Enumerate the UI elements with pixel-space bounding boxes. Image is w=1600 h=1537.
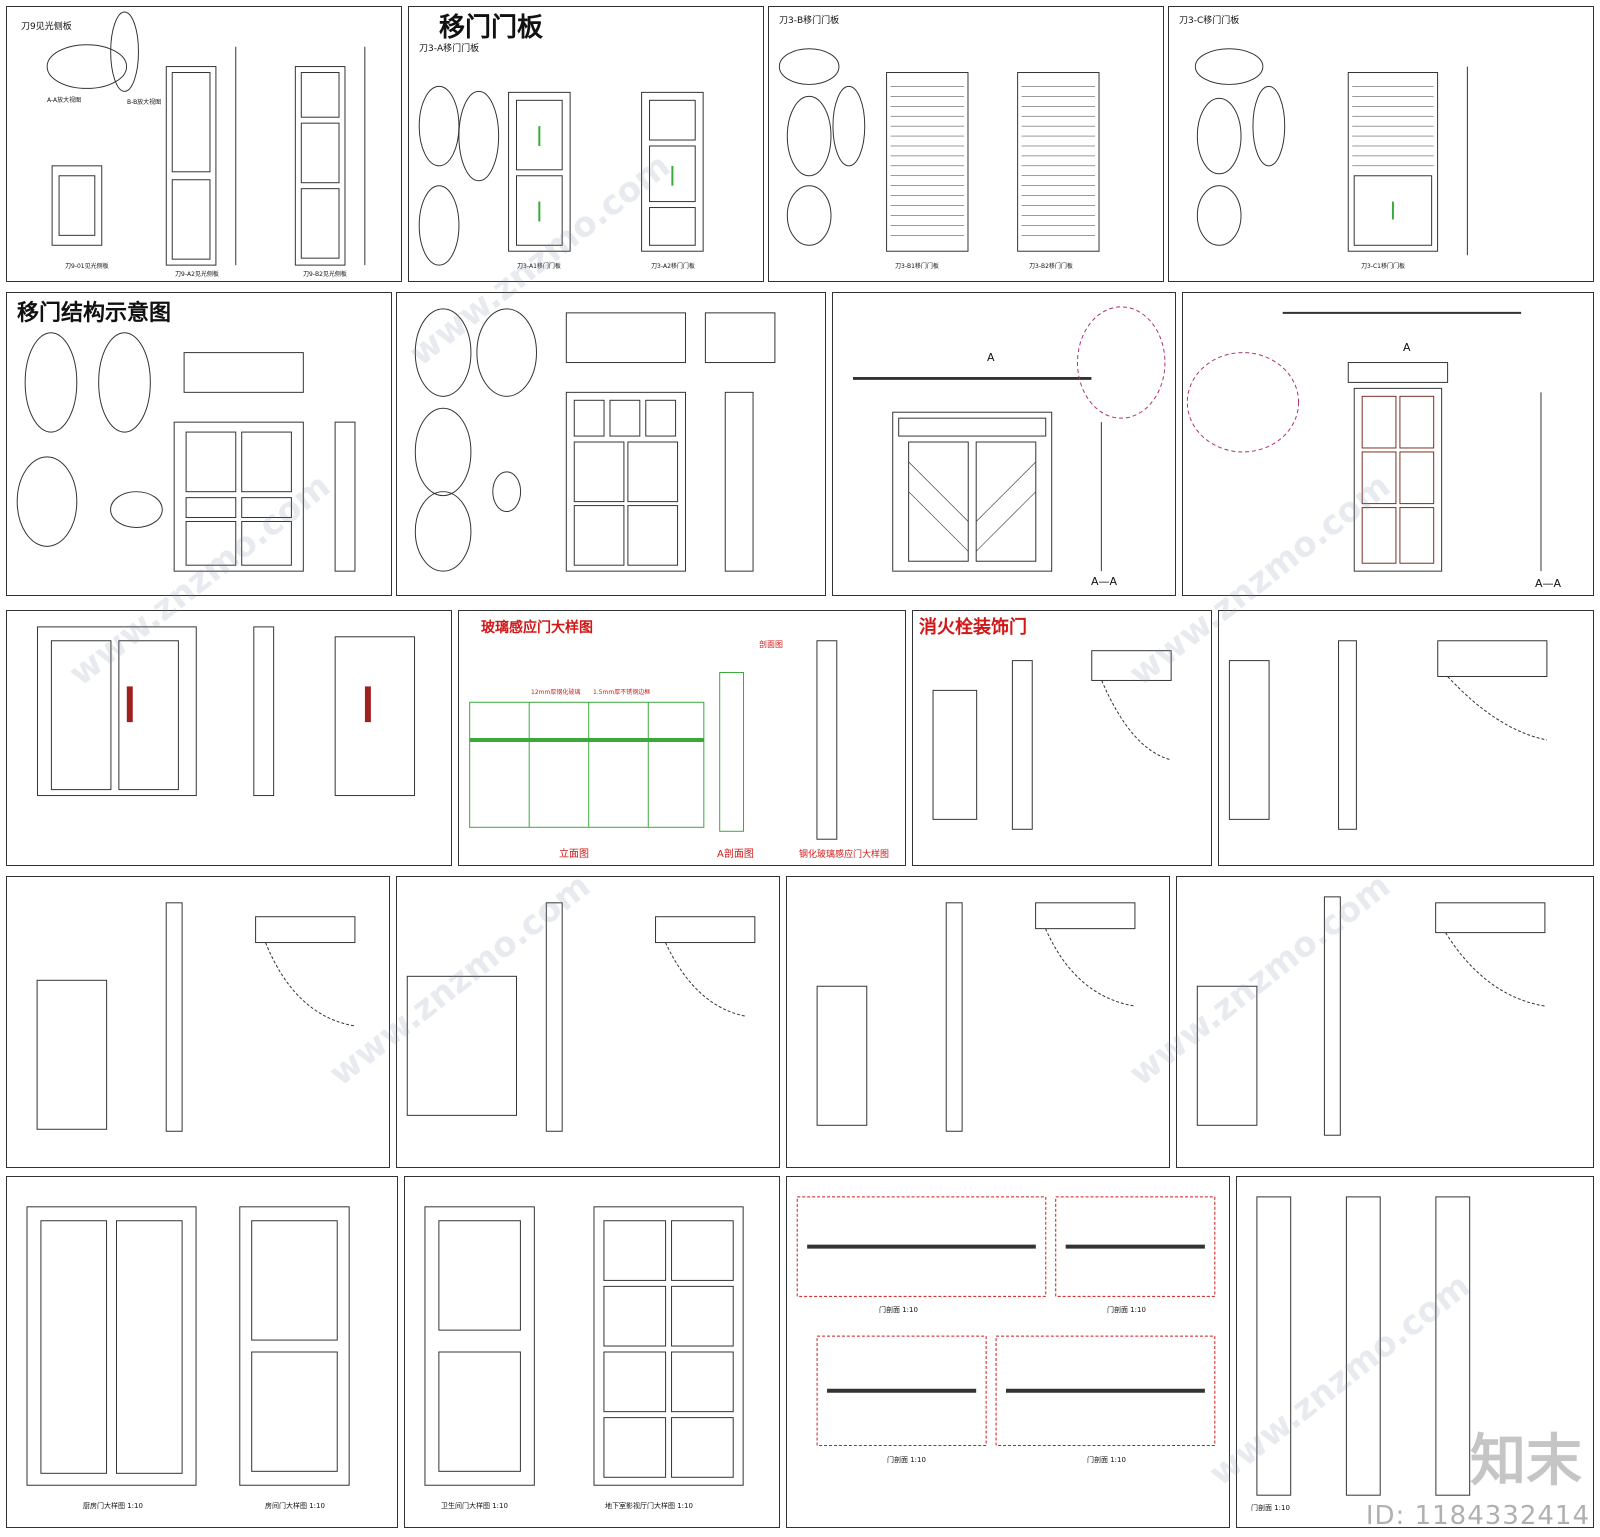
entry-door-drawing xyxy=(37,626,416,797)
drawing-sheet-hydrant-detail-b xyxy=(6,876,390,1168)
glass-sensor-door-drawing xyxy=(469,640,838,840)
view-label: 剖面图 xyxy=(759,640,783,649)
glass-note: 12mm厚钢化玻璃 xyxy=(531,689,581,696)
drawing-sheet-door-section-vertical: 门剖面 1:10 xyxy=(1236,1176,1594,1528)
view-label: 刀3-A2移门门板 xyxy=(651,263,695,270)
drawing-sheet-hydrant-detail-c xyxy=(396,876,780,1168)
door-section-vertical-drawing xyxy=(1256,1196,1471,1496)
louver-lines xyxy=(890,86,1096,236)
sheet-title: 刀9见光侧板 xyxy=(21,22,72,32)
view-label: 刀3-C1移门门板 xyxy=(1361,263,1405,270)
view-label: B-B放大视图 xyxy=(127,99,162,106)
side-panel-drawing xyxy=(46,11,366,266)
view-label: 门剖面 1:10 xyxy=(887,1456,926,1464)
view-label: 刀9-B2见光侧板 xyxy=(303,271,347,278)
sliding-structure-drawing xyxy=(16,332,356,572)
drawing-sheet-gate-elevation: A A—A xyxy=(832,292,1176,596)
view-label: 立面图 xyxy=(559,849,589,860)
asset-id: ID: 1184332414 xyxy=(1365,1501,1590,1531)
drawing-sheet-kitchen-room-doors: 厨房门大样图 1:10 房间门大样图 1:10 xyxy=(6,1176,398,1528)
drawing-sheet-sliding-door-a: 移门门板 刀3-A移门门板 刀3-A1移门门板 刀3-A2移门门板 xyxy=(408,6,764,282)
sheet-heading: 移门门板 xyxy=(439,13,544,43)
drawing-sheet-door-elevation: A A—A xyxy=(1182,292,1594,596)
view-label: 厨房门大样图 1:10 xyxy=(83,1502,143,1510)
drawing-sheet-hydrant-detail-e xyxy=(1176,876,1594,1168)
view-label: 门剖面 1:10 xyxy=(1251,1504,1290,1512)
view-label: A-A放大视图 xyxy=(47,97,82,104)
view-label: 门剖面 1:10 xyxy=(879,1306,918,1314)
door-sections-drawing xyxy=(796,1196,1216,1446)
drawing-sheet-hydrant-detail-d xyxy=(786,876,1170,1168)
hydrant-detail-c-drawing xyxy=(406,902,756,1132)
drawing-sheet-side-panel: 刀9见光侧板 A-A放大视图 B-B放大视图 刀9-01见光侧板 刀9-A2见光… xyxy=(6,6,402,282)
view-label: 门剖面 1:10 xyxy=(1087,1456,1126,1464)
hydrant-detail-b-drawing xyxy=(36,902,356,1132)
drawing-sheet-sliding-door-b: 刀3-B移门门板 刀3-B1移门门板 刀3-B2移门门板 xyxy=(768,6,1164,282)
view-label: 房间门大样图 1:10 xyxy=(265,1502,325,1510)
sliding-door-b-drawing xyxy=(778,48,1100,252)
drawing-sheet-sliding-detail xyxy=(396,292,826,596)
hydrant-detail-e-drawing xyxy=(1196,896,1546,1136)
drawing-sheet-hydrant-detail-a xyxy=(1218,610,1594,866)
drawing-sheet-sliding-structure: 移门结构示意图 xyxy=(6,292,392,596)
view-label: 地下室影视厅门大样图 1:10 xyxy=(605,1502,693,1510)
sliding-door-a-drawing xyxy=(418,85,704,266)
section-mark: A—A xyxy=(1091,575,1118,588)
hydrant-detail-d-drawing xyxy=(816,902,1136,1132)
frame-note: 1.5mm厚不锈钢边框 xyxy=(593,689,651,696)
sheet-title: 刀3-B移门门板 xyxy=(779,16,840,26)
drawing-sheet-door-sections: 门剖面 1:10 门剖面 1:10 门剖面 1:10 门剖面 1:10 xyxy=(786,1176,1230,1528)
section-mark: A xyxy=(1403,341,1411,354)
view-label: 刀3-A1移门门板 xyxy=(517,263,561,270)
drawing-sheet-sliding-door-c: 刀3-C移门门板 刀3-C1移门门板 xyxy=(1168,6,1594,282)
view-label: 刀3-B2移门门板 xyxy=(1029,263,1073,270)
view-label: 刀3-B1移门门板 xyxy=(895,263,939,270)
view-label: 钢化玻璃感应门大样图 xyxy=(799,850,890,860)
kitchen-room-doors-drawing xyxy=(26,1206,350,1486)
sheet-title: 刀3-A移门门板 xyxy=(419,44,480,54)
gate-elevation-drawing xyxy=(853,306,1166,572)
bath-theater-doors-drawing xyxy=(424,1206,744,1486)
view-label: 刀9-A2见光侧板 xyxy=(175,271,219,278)
drawing-sheet-entry-door xyxy=(6,610,452,866)
view-label: 刀9-01见光侧板 xyxy=(65,263,109,270)
drawing-sheet-bath-theater-doors: 卫生间门大样图 1:10 地下室影视厅门大样图 1:10 xyxy=(404,1176,780,1528)
sheet-heading: 玻璃感应门大样图 xyxy=(481,620,593,636)
hydrant-detail-a-drawing xyxy=(1228,640,1548,830)
section-mark: A—A xyxy=(1535,577,1562,590)
view-label: 门剖面 1:10 xyxy=(1107,1306,1146,1314)
sheet-title: 刀3-C移门门板 xyxy=(1179,16,1240,26)
view-label: A剖面图 xyxy=(717,849,754,860)
sliding-detail-drawing xyxy=(414,308,776,572)
drawing-sheet-fire-hydrant-door: 消火栓装饰门 xyxy=(912,610,1212,866)
section-mark: A xyxy=(987,351,995,364)
door-elevation-drawing xyxy=(1186,311,1542,572)
sheet-heading: 移门结构示意图 xyxy=(17,301,172,326)
view-label: 卫生间门大样图 1:10 xyxy=(441,1502,508,1510)
sheet-heading: 消火栓装饰门 xyxy=(919,617,1027,638)
brand-logo: 知末 xyxy=(1470,1428,1582,1494)
fire-hydrant-door-drawing xyxy=(932,650,1172,830)
drawing-sheet-glass-sensor-door: 玻璃感应门大样图 立面图 A剖面图 剖面图 钢化玻璃感应门大样图 12mm厚钢化… xyxy=(458,610,906,866)
sliding-door-c-drawing xyxy=(1194,48,1468,256)
